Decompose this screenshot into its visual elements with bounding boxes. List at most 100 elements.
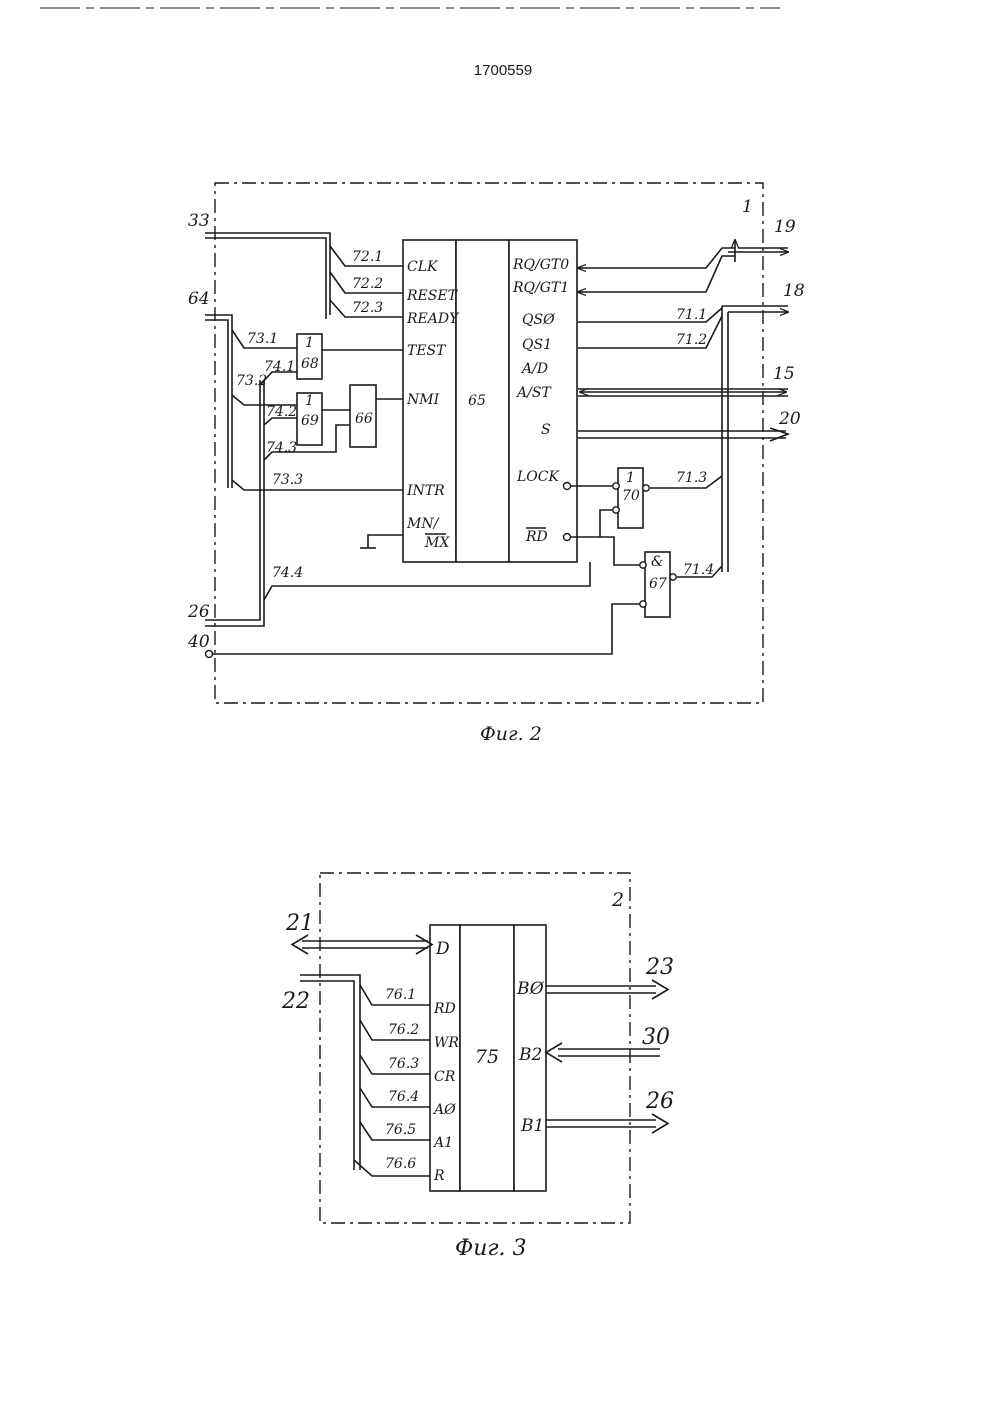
gate-70-output-inv: [643, 485, 649, 491]
pin-rd-3: RD: [433, 1001, 456, 1017]
input-40-terminal: [206, 651, 213, 658]
pin-rq-gt1: RQ/GT1: [512, 280, 569, 296]
pin-intr: INTR: [406, 483, 445, 499]
figure-3-caption: Фиг. 3: [455, 1236, 527, 1261]
gate-68-op: 1: [305, 335, 314, 351]
bus-21: [302, 941, 428, 948]
pin-s: S: [541, 422, 551, 438]
pin-wr: WR: [434, 1035, 459, 1051]
pin-a0: AØ: [432, 1102, 456, 1118]
pin-reset: RESET: [406, 288, 459, 304]
bus-30-arrow: [546, 1043, 562, 1062]
label-71-1: 71.1: [676, 307, 707, 323]
label-71-3: 71.3: [676, 470, 707, 486]
pin-b0: BØ: [516, 979, 545, 999]
pin-rq-gt0: RQ/GT0: [512, 257, 569, 273]
bus-26-arrow: [652, 1114, 668, 1133]
gate-70-id: 70: [622, 488, 640, 504]
figure-2: 1 65 CLK RESET READY TEST NMI INTR MN/ M…: [187, 183, 805, 745]
wire-73-3: [232, 480, 403, 490]
gate-69-id: 69: [301, 413, 319, 429]
bus-19: [728, 240, 788, 262]
pin-lock: LOCK: [516, 469, 560, 485]
control-bus-33: [205, 233, 330, 319]
pin-qs0: QSØ: [522, 312, 555, 328]
pin-ready: READY: [406, 311, 460, 327]
rq-gt0-line: [578, 248, 735, 268]
pin-ad: A/D: [520, 361, 548, 377]
pin-a1: A1: [432, 1135, 453, 1151]
unit-2-label: 2: [611, 889, 624, 911]
label-72-3: 72.3: [352, 300, 383, 316]
label-71-4: 71.4: [683, 562, 714, 578]
pin-d: D: [435, 939, 450, 959]
label-73-3: 73.3: [272, 472, 303, 488]
label-72-2: 72.2: [352, 276, 383, 292]
label-74-3: 74.3: [266, 440, 297, 456]
block-66-id: 66: [355, 411, 373, 427]
bus-20: [578, 431, 786, 438]
figure-2-caption: Фиг. 2: [480, 723, 542, 745]
label-74-2: 74.2: [266, 404, 297, 420]
pin-ast: A/ST: [515, 385, 552, 401]
label-76-6: 76.6: [385, 1156, 416, 1172]
unit-1-label: 1: [742, 197, 753, 217]
gate-67-id: 67: [649, 576, 667, 592]
label-73-2: 73.2: [236, 373, 267, 389]
label-76-1: 76.1: [385, 987, 416, 1003]
bus-23-arrow: [652, 980, 668, 999]
rd-inverted-output: [564, 534, 571, 541]
bus-64: [205, 315, 232, 488]
gate-70-op: 1: [626, 470, 635, 486]
output-18-label: 18: [783, 281, 805, 301]
label-76-2: 76.2: [388, 1022, 419, 1038]
gate-68-id: 68: [301, 356, 319, 372]
wire-rd-to-70: [600, 510, 612, 537]
pin-test: TEST: [407, 343, 447, 359]
gate-67-input-2-inv: [640, 601, 646, 607]
bus-23: [546, 986, 656, 993]
pin-b2: B2: [518, 1045, 542, 1065]
label-76-4: 76.4: [388, 1089, 419, 1105]
pin-b1: B1: [520, 1116, 544, 1136]
output-19-label: 19: [774, 217, 796, 237]
input-30-label: 30: [642, 1025, 670, 1050]
input-21-label: 21: [285, 911, 314, 936]
bus-20-arrow: [770, 428, 788, 441]
gate-70-input-2-inv: [613, 507, 619, 513]
label-72-1: 72.1: [352, 249, 383, 265]
label-74-1: 74.1: [264, 359, 295, 375]
label-76-3: 76.3: [388, 1056, 419, 1072]
gate-70-input-1-inv: [613, 483, 619, 489]
pin-mn: MN/: [406, 516, 440, 532]
chip-75-left-column: [430, 925, 460, 1191]
input-26-label: 26: [187, 602, 210, 622]
lock-inverted-output: [564, 483, 571, 490]
bus-18-vertical: [722, 306, 728, 572]
label-74-4: 74.4: [272, 565, 303, 581]
bus-26-out: [546, 1120, 656, 1127]
gate-67-output-inv: [670, 574, 676, 580]
label-71-2: 71.2: [676, 332, 707, 348]
figure-3: 2 75 D RD WR CR AØ A1 R BØ B2 B1 21 22 7…: [281, 873, 674, 1261]
pin-mx: MX: [424, 535, 450, 551]
gate-67-input-1-inv: [640, 562, 646, 568]
bus-21-left-arrow: [292, 935, 308, 954]
gate-69-op: 1: [305, 393, 314, 409]
output-23-label: 23: [645, 955, 674, 980]
wire-rd: [571, 537, 642, 565]
cpu-65-label: 65: [468, 393, 486, 409]
input-64-label: 64: [188, 289, 210, 309]
label-76-5: 76.5: [385, 1122, 416, 1138]
bus-18: [722, 306, 788, 312]
pin-clk: CLK: [407, 259, 439, 275]
gate-67-op: &: [651, 554, 663, 570]
output-15-label: 15: [773, 364, 795, 384]
output-20-label: 20: [778, 409, 801, 429]
mn-mx-ground-wire: [368, 535, 403, 548]
bus-30: [558, 1049, 660, 1056]
pin-r: R: [433, 1168, 445, 1184]
pin-qs1: QS1: [522, 337, 552, 353]
patent-number: 1700559: [474, 62, 532, 79]
